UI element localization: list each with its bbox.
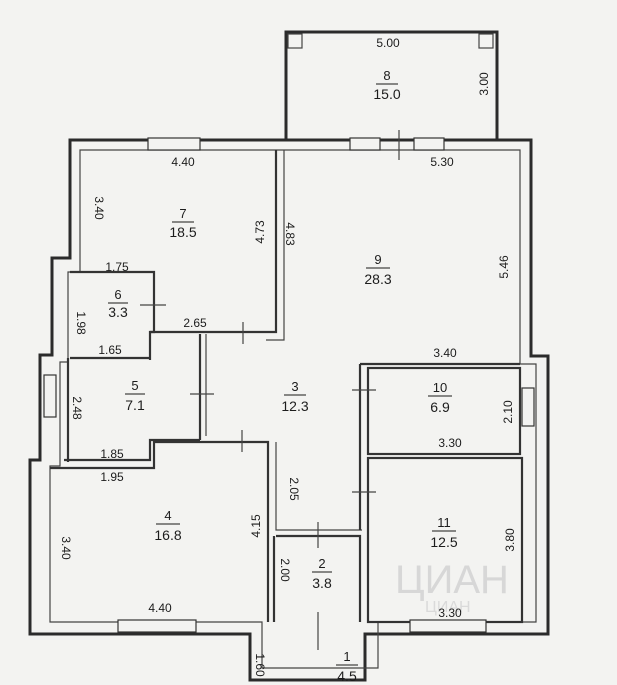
- dim-label: 4.40: [171, 155, 195, 169]
- room-1-label: 1 4.5: [336, 649, 358, 684]
- room-area: 7.1: [125, 397, 145, 413]
- room-3-label: 3 12.3: [281, 379, 308, 414]
- room-area: 4.5: [337, 668, 357, 684]
- room-area: 15.0: [373, 86, 400, 102]
- room-area: 18.5: [169, 224, 196, 240]
- dim-label: 3.40: [433, 346, 457, 360]
- watermark-logo-text: ЦИАН: [395, 558, 509, 602]
- room-area: 12.5: [430, 534, 457, 550]
- dim-label: 3.40: [92, 196, 106, 220]
- door-marks: [140, 130, 400, 650]
- room-2-label: 2 3.8: [312, 556, 332, 591]
- room-number: 10: [433, 380, 447, 395]
- room-6-label: 6 3.3: [108, 287, 128, 320]
- dim-label: 1.85: [100, 447, 124, 461]
- room-5-label: 5 7.1: [125, 378, 145, 413]
- dim-label: 1.98: [74, 311, 88, 335]
- room-number: 8: [383, 68, 390, 83]
- room-number: 1: [343, 649, 350, 664]
- dim-label: 1.60: [253, 653, 267, 677]
- room-number: 11: [437, 515, 451, 530]
- interior-walls: [50, 150, 524, 624]
- dim-label: 5.46: [497, 255, 511, 279]
- outer-walls: [28, 138, 550, 682]
- dim-label: 3.00: [477, 72, 491, 96]
- dim-label: 5.30: [430, 155, 454, 169]
- dim-label: 2.65: [183, 316, 207, 330]
- dim-label: 1.75: [105, 260, 129, 274]
- room-number: 4: [164, 508, 171, 523]
- room-area: 3.8: [312, 575, 332, 591]
- dim-label: 1.65: [98, 343, 122, 357]
- room-area: 6.9: [430, 399, 450, 415]
- dim-label: 2.00: [278, 558, 292, 582]
- dim-label: 4.15: [249, 514, 263, 538]
- dim-label: 4.40: [148, 601, 172, 615]
- room-number: 3: [291, 379, 298, 394]
- dim-label: 4.73: [253, 220, 267, 244]
- room-number: 6: [114, 287, 121, 302]
- dim-label: 2.05: [287, 477, 301, 501]
- room-area: 3.3: [108, 304, 128, 320]
- room-9-label: 9 28.3: [364, 252, 391, 287]
- dim-label: 1.95: [100, 470, 124, 484]
- room-area: 12.3: [281, 398, 308, 414]
- room-8-label: 8 15.0: [373, 68, 400, 102]
- room-number: 5: [131, 378, 138, 393]
- dim-label: 3.30: [438, 436, 462, 450]
- room-area: 16.8: [154, 527, 181, 543]
- room-area: 28.3: [364, 271, 391, 287]
- dim-label: 5.00: [376, 36, 400, 50]
- dim-label: 3.30: [438, 606, 462, 620]
- room-4-label: 4 16.8: [154, 508, 181, 543]
- terrace-outline: [284, 30, 499, 140]
- room-number: 9: [374, 252, 381, 267]
- room-number: 7: [179, 206, 186, 221]
- dimension-labels: 5.00 3.00 4.40 3.40 4.73 5.30 4.83 5.46 …: [59, 36, 517, 677]
- room-11-label: 11 12.5: [430, 515, 457, 550]
- room-labels: 8 15.0 7 18.5 9 28.3 6 3.3 5 7.1 3 12.3: [108, 68, 458, 684]
- windows: [43, 137, 535, 633]
- dim-label: 4.83: [283, 222, 297, 246]
- dim-label: 2.48: [70, 396, 84, 420]
- watermark: ЦИАН ЦИАН: [395, 558, 509, 616]
- dim-label: 3.40: [59, 536, 73, 560]
- room-7-label: 7 18.5: [169, 206, 196, 240]
- room-10-label: 10 6.9: [428, 380, 452, 415]
- watermark-sub-text: ЦИАН: [425, 599, 471, 616]
- dim-label: 2.10: [501, 400, 515, 424]
- dim-label: 3.80: [503, 528, 517, 552]
- room-number: 2: [318, 556, 325, 571]
